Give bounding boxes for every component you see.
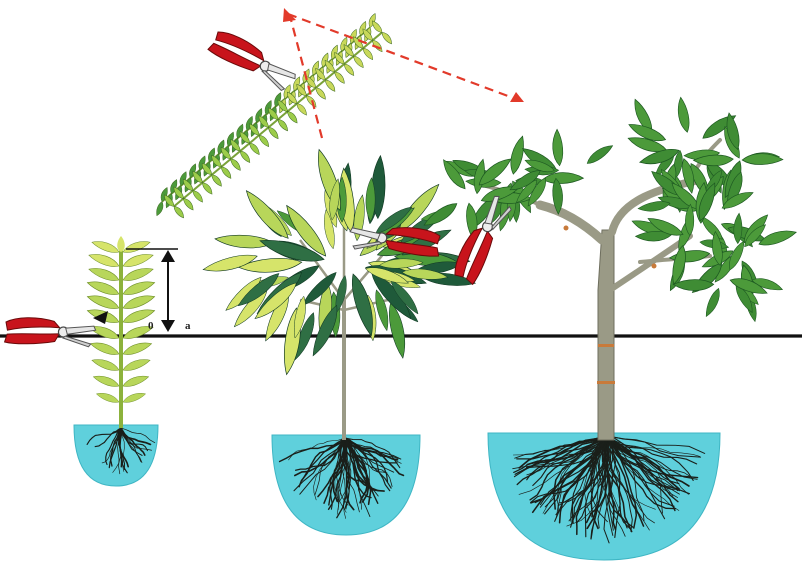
seedling-leaf <box>88 251 121 269</box>
seedling-leaf <box>91 238 121 254</box>
mature-tree-leaf <box>552 129 563 166</box>
seedling-leaf <box>86 292 121 311</box>
seedling-leaf <box>91 356 121 372</box>
seedling-leaf <box>92 373 120 388</box>
pruning-shears-icon <box>208 27 299 95</box>
young-tree-canopy <box>202 147 476 375</box>
seedling-leaf <box>121 251 154 269</box>
mature-tree-leaf <box>676 97 691 134</box>
seedling-leaf <box>88 323 121 341</box>
pruned-young-tree <box>202 147 476 440</box>
seedling-leaf <box>95 391 120 405</box>
seedling-leaf <box>121 292 156 311</box>
seedling-leaf <box>88 265 121 283</box>
seedling-leaf <box>121 278 156 297</box>
height-marker-label: 0 <box>148 320 154 332</box>
seedling-leaf <box>121 340 152 357</box>
pruning-shears-icon <box>5 316 97 349</box>
seedling-leaf <box>122 356 152 372</box>
seedling-leaf <box>86 278 121 297</box>
seedling-leaf <box>121 265 154 283</box>
mature-tree-leaf <box>742 153 783 165</box>
seedling-bud <box>117 236 125 252</box>
mature-tree-leaf <box>702 287 723 318</box>
seedling-leaf <box>122 238 152 254</box>
ground-marker-label: a <box>185 320 191 332</box>
seedling-leaf <box>122 391 147 405</box>
seedling-leaf <box>122 373 150 388</box>
young-seedling <box>86 236 156 428</box>
seedling-leaf <box>89 340 120 357</box>
cut-branch-icon <box>155 12 394 219</box>
mature-tree-leaf <box>584 142 615 166</box>
